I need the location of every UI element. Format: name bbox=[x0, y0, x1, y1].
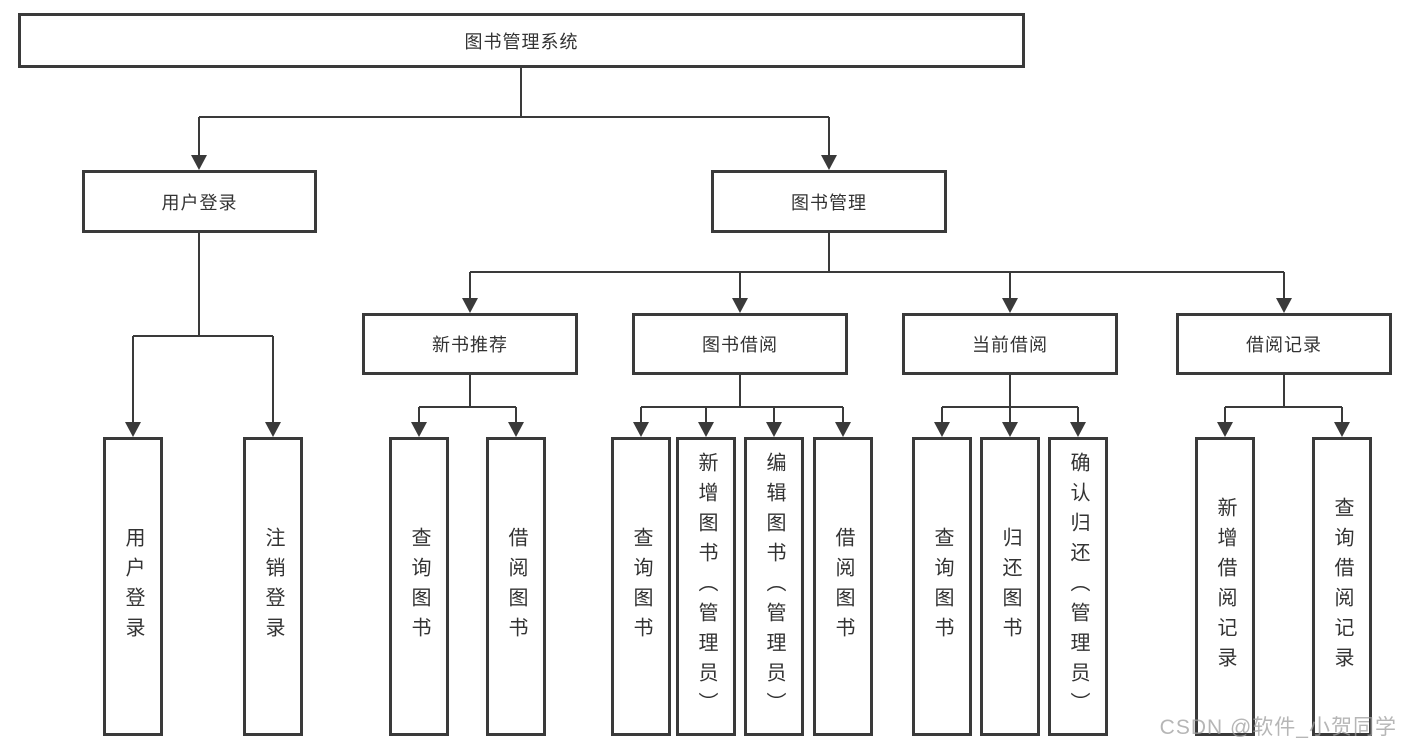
leaf-logout-login: 注销登录 bbox=[243, 437, 303, 736]
node-library-management-system: 图书管理系统 bbox=[18, 13, 1025, 68]
csdn-watermark: CSDN @软件_小贺同学 bbox=[1159, 716, 1397, 739]
leaf-add-borrow-record: 新增借阅记录 bbox=[1195, 437, 1255, 736]
leaf-return-book: 归还图书 bbox=[980, 437, 1040, 736]
leaf-add-book-admin: 新增图书（管理员） bbox=[676, 437, 736, 736]
leaf-query-books-recommend: 查询图书 bbox=[389, 437, 449, 736]
node-user-login: 用户登录 bbox=[82, 170, 317, 233]
leaf-borrow-books-borrow: 借阅图书 bbox=[813, 437, 873, 736]
node-new-book-recommend: 新书推荐 bbox=[362, 313, 578, 375]
node-book-management: 图书管理 bbox=[711, 170, 947, 233]
leaf-edit-book-admin: 编辑图书（管理员） bbox=[744, 437, 804, 736]
node-borrow-records: 借阅记录 bbox=[1176, 313, 1392, 375]
node-book-borrow: 图书借阅 bbox=[632, 313, 848, 375]
leaf-borrow-books-recommend: 借阅图书 bbox=[486, 437, 546, 736]
leaf-confirm-return-admin: 确认归还（管理员） bbox=[1048, 437, 1108, 736]
leaf-user-login: 用户登录 bbox=[103, 437, 163, 736]
leaf-query-books-borrow: 查询图书 bbox=[611, 437, 671, 736]
leaf-query-borrow-record: 查询借阅记录 bbox=[1312, 437, 1372, 736]
leaf-query-books-current: 查询图书 bbox=[912, 437, 972, 736]
node-current-borrow: 当前借阅 bbox=[902, 313, 1118, 375]
